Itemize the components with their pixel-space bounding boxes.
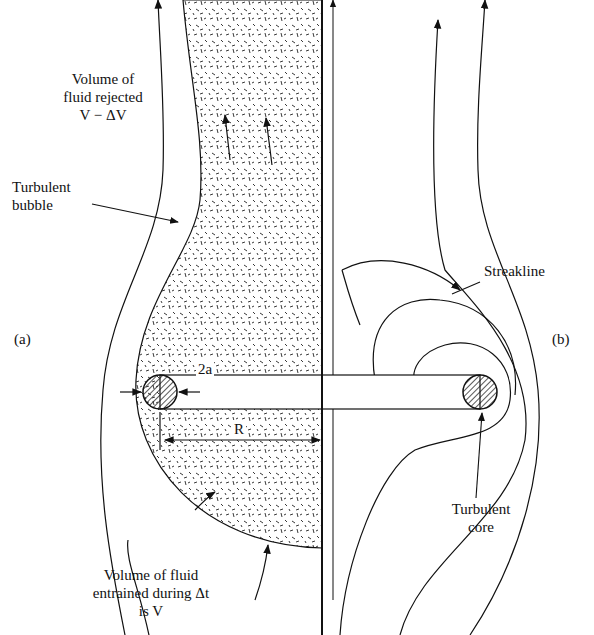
streakline-label: Streakline	[484, 262, 545, 280]
streamlines-right	[333, 0, 539, 635]
dimension-2a	[120, 391, 200, 392]
leader-lines	[92, 204, 482, 498]
core-label: Turbulent core	[440, 500, 522, 536]
symmetry-axis	[321, 0, 323, 635]
panel-letter: (a)	[14, 330, 31, 348]
dimension-r	[160, 412, 320, 450]
panel-letter: (b)	[552, 330, 570, 348]
entrained-volume-note: Volume of fluid entrained during Δt is V	[92, 566, 210, 620]
bubble-label: Turbulent bubble	[12, 178, 92, 214]
core-right	[463, 375, 497, 409]
rejected-volume-note: Volume of fluid rejected V − ΔV	[62, 70, 144, 124]
vortex-tube	[160, 375, 480, 409]
core-left	[143, 375, 177, 409]
diameter-label: 2a	[196, 360, 214, 378]
turbulent-bubble	[136, 0, 322, 548]
radius-label: R	[232, 420, 246, 438]
